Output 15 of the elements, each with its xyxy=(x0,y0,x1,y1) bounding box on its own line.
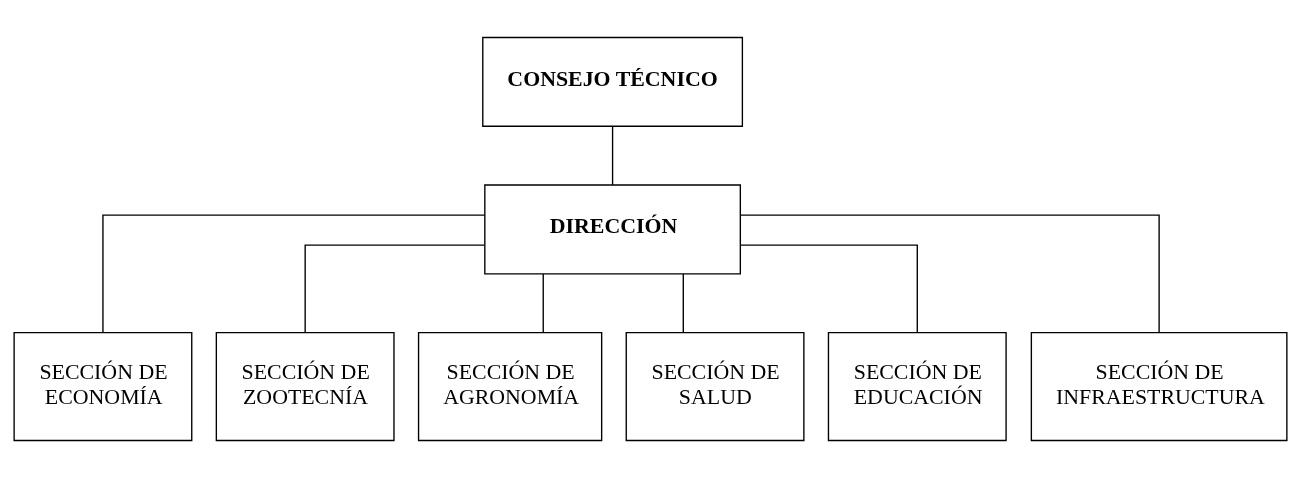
connector xyxy=(739,243,918,333)
node-box: CONSEJO TÉCNICO xyxy=(482,36,744,127)
connector xyxy=(542,272,544,333)
connector xyxy=(739,213,1160,333)
connector xyxy=(611,125,614,186)
node-box: SECCIÓN DE ZOOTECNÍA xyxy=(215,331,395,441)
connector xyxy=(304,243,486,333)
connector xyxy=(682,272,684,333)
node-box: DIRECCIÓN xyxy=(484,183,742,275)
node-box: SECCIÓN DE SALUD xyxy=(625,331,805,441)
connector xyxy=(102,213,486,333)
node-box: SECCIÓN DE INFRAESTRUCTURA xyxy=(1030,331,1288,441)
node-box: SECCIÓN DE ECONOMÍA xyxy=(13,331,193,441)
node-box: SECCIÓN DE EDUCACIÓN xyxy=(827,331,1007,441)
node-box: SECCIÓN DE AGRONOMÍA xyxy=(417,331,603,441)
